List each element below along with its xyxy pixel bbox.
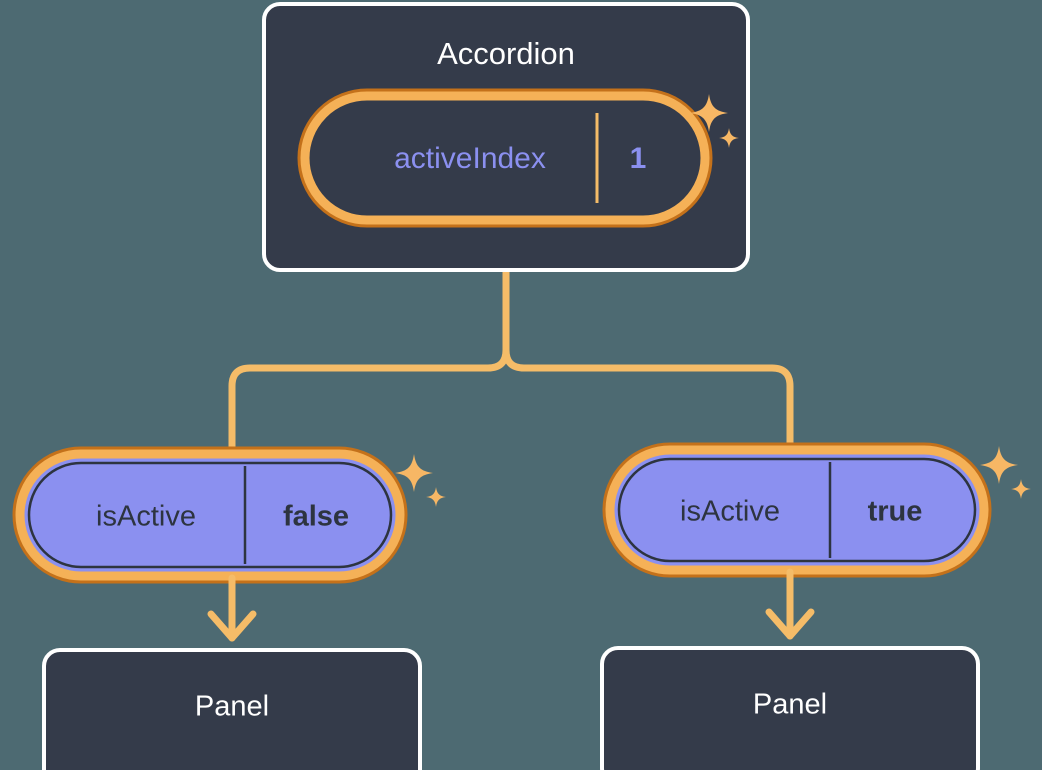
prop-value-isactive-right: true [868,496,923,528]
isactive-pill-left[interactable]: isActive false [12,446,408,584]
edge-isactive-right-to-panel [765,568,815,640]
prop-key-isactive-right: isActive [680,496,780,528]
panel-node-left-title: Panel [195,691,269,723]
accordion-node[interactable]: Accordion activeIndex 1 [262,2,750,272]
isactive-left-body [27,461,393,569]
prop-key-activeindex: activeIndex [394,142,546,175]
accordion-prop-pill[interactable]: activeIndex 1 [297,88,713,228]
panel-node-left-box [42,648,422,770]
edge-accordion-to-right [502,268,794,464]
tree-connectors [228,268,794,464]
isactive-pill-right[interactable]: isActive true [602,442,992,578]
panel-branch-right: isActive true Panel [600,442,1031,770]
panel-node-right-box [600,646,980,770]
panel-branch-left: isActive false Panel [12,446,446,770]
panel-node-left[interactable]: Panel [42,648,422,770]
arrow-head-chevron [765,608,815,640]
prop-key-isactive-left: isActive [96,501,196,533]
panel-node-right-title: Panel [753,689,827,721]
isactive-right-body [617,457,977,563]
prop-value-isactive-left: false [283,501,349,533]
edge-isactive-left-to-panel [207,574,257,642]
prop-value-activeindex: 1 [630,142,647,175]
arrow-head-chevron [207,610,257,642]
accordion-node-title: Accordion [437,36,575,71]
panel-node-right[interactable]: Panel [600,646,980,770]
prop-pill-inner-ring [300,91,710,225]
